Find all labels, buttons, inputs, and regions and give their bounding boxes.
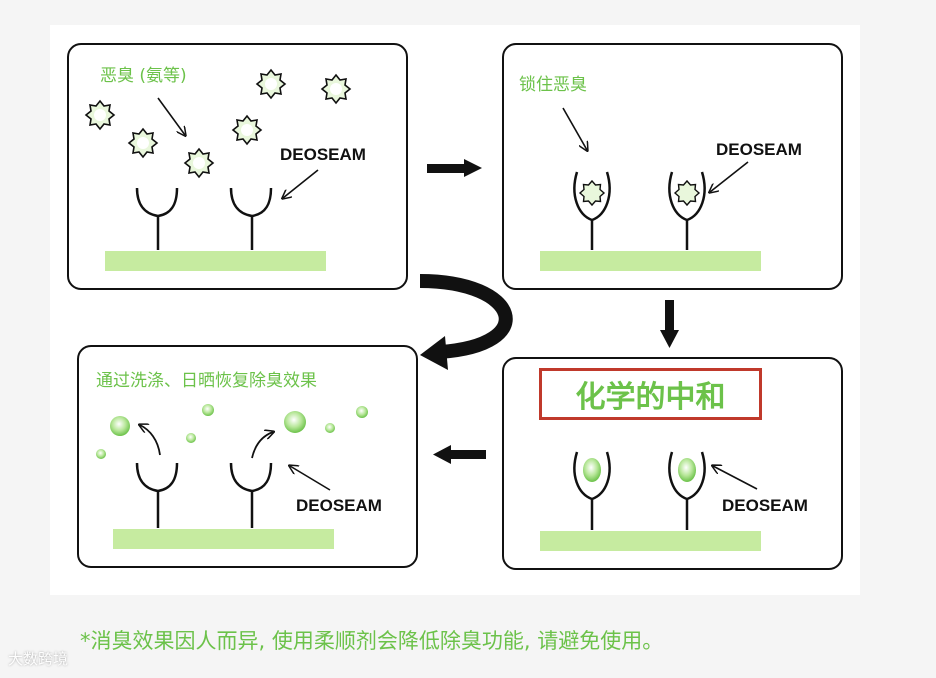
right-arrow-icon xyxy=(427,159,482,177)
pointer-arrow xyxy=(713,466,758,490)
released-molecule-icon xyxy=(186,433,196,443)
fabric-base-bar xyxy=(105,251,326,271)
pointer-arrow xyxy=(283,169,319,198)
footnote: *消臭效果因人而异, 使用柔顺剂会降低除臭功能, 请避免使用。 xyxy=(80,629,664,653)
released-molecule-icon xyxy=(202,404,214,416)
released-molecule-icon xyxy=(325,423,335,433)
released-molecule-icon xyxy=(356,406,368,418)
left-arrow-icon xyxy=(433,445,486,464)
receptor-icon xyxy=(229,462,273,528)
receptor-with-odor-icon xyxy=(668,171,706,250)
pointer-arrow xyxy=(157,97,185,135)
panel-odor-molecules xyxy=(67,43,408,290)
odor-label: 恶臭 (氨等) xyxy=(100,66,187,86)
fabric-base-bar xyxy=(540,251,761,271)
released-molecules-group xyxy=(96,404,368,459)
receptor-neutralized-icon xyxy=(668,451,706,530)
pointer-arrow xyxy=(562,107,587,150)
fabric-base-bar xyxy=(113,529,334,549)
deoseam-label-1: DEOSEAM xyxy=(280,145,366,164)
receptor-icon xyxy=(229,187,273,250)
odor-molecule-icon xyxy=(320,73,352,105)
pointer-arrow xyxy=(710,161,749,192)
deoseam-label-4: DEOSEAM xyxy=(296,496,382,515)
fabric-base-bar xyxy=(540,531,761,551)
odor-molecule-icon xyxy=(127,127,159,159)
pointer-arrow xyxy=(290,466,331,491)
deoseam-label-2: DEOSEAM xyxy=(716,140,802,159)
watermark: 大数跨境 xyxy=(8,650,69,668)
receptor-icon xyxy=(135,187,179,250)
odor-molecule-icon xyxy=(183,147,215,179)
odor-molecule-icon xyxy=(255,68,287,100)
odor-molecules-group xyxy=(84,68,352,179)
lock-odor-label: 锁住恶臭 xyxy=(519,75,587,95)
released-molecule-icon xyxy=(284,411,306,433)
receptor-with-odor-icon xyxy=(573,171,611,250)
released-molecule-icon xyxy=(96,449,106,459)
curved-arrow-icon xyxy=(419,274,513,370)
odor-molecule-icon xyxy=(84,99,116,131)
receptor-icon xyxy=(135,462,179,528)
deoseam-label-3: DEOSEAM xyxy=(722,496,808,515)
released-molecule-icon xyxy=(110,416,130,436)
receptor-neutralized-icon xyxy=(573,451,611,530)
chemical-neutralization-title: 化学的中和 xyxy=(539,368,762,420)
restore-label: 通过洗涤、日晒恢复除臭效果 xyxy=(96,371,317,391)
odor-molecule-icon xyxy=(231,114,263,146)
panel-lock-odor xyxy=(502,43,843,290)
down-arrow-icon xyxy=(660,300,679,348)
release-arrow xyxy=(251,432,273,459)
release-arrow xyxy=(140,425,161,456)
